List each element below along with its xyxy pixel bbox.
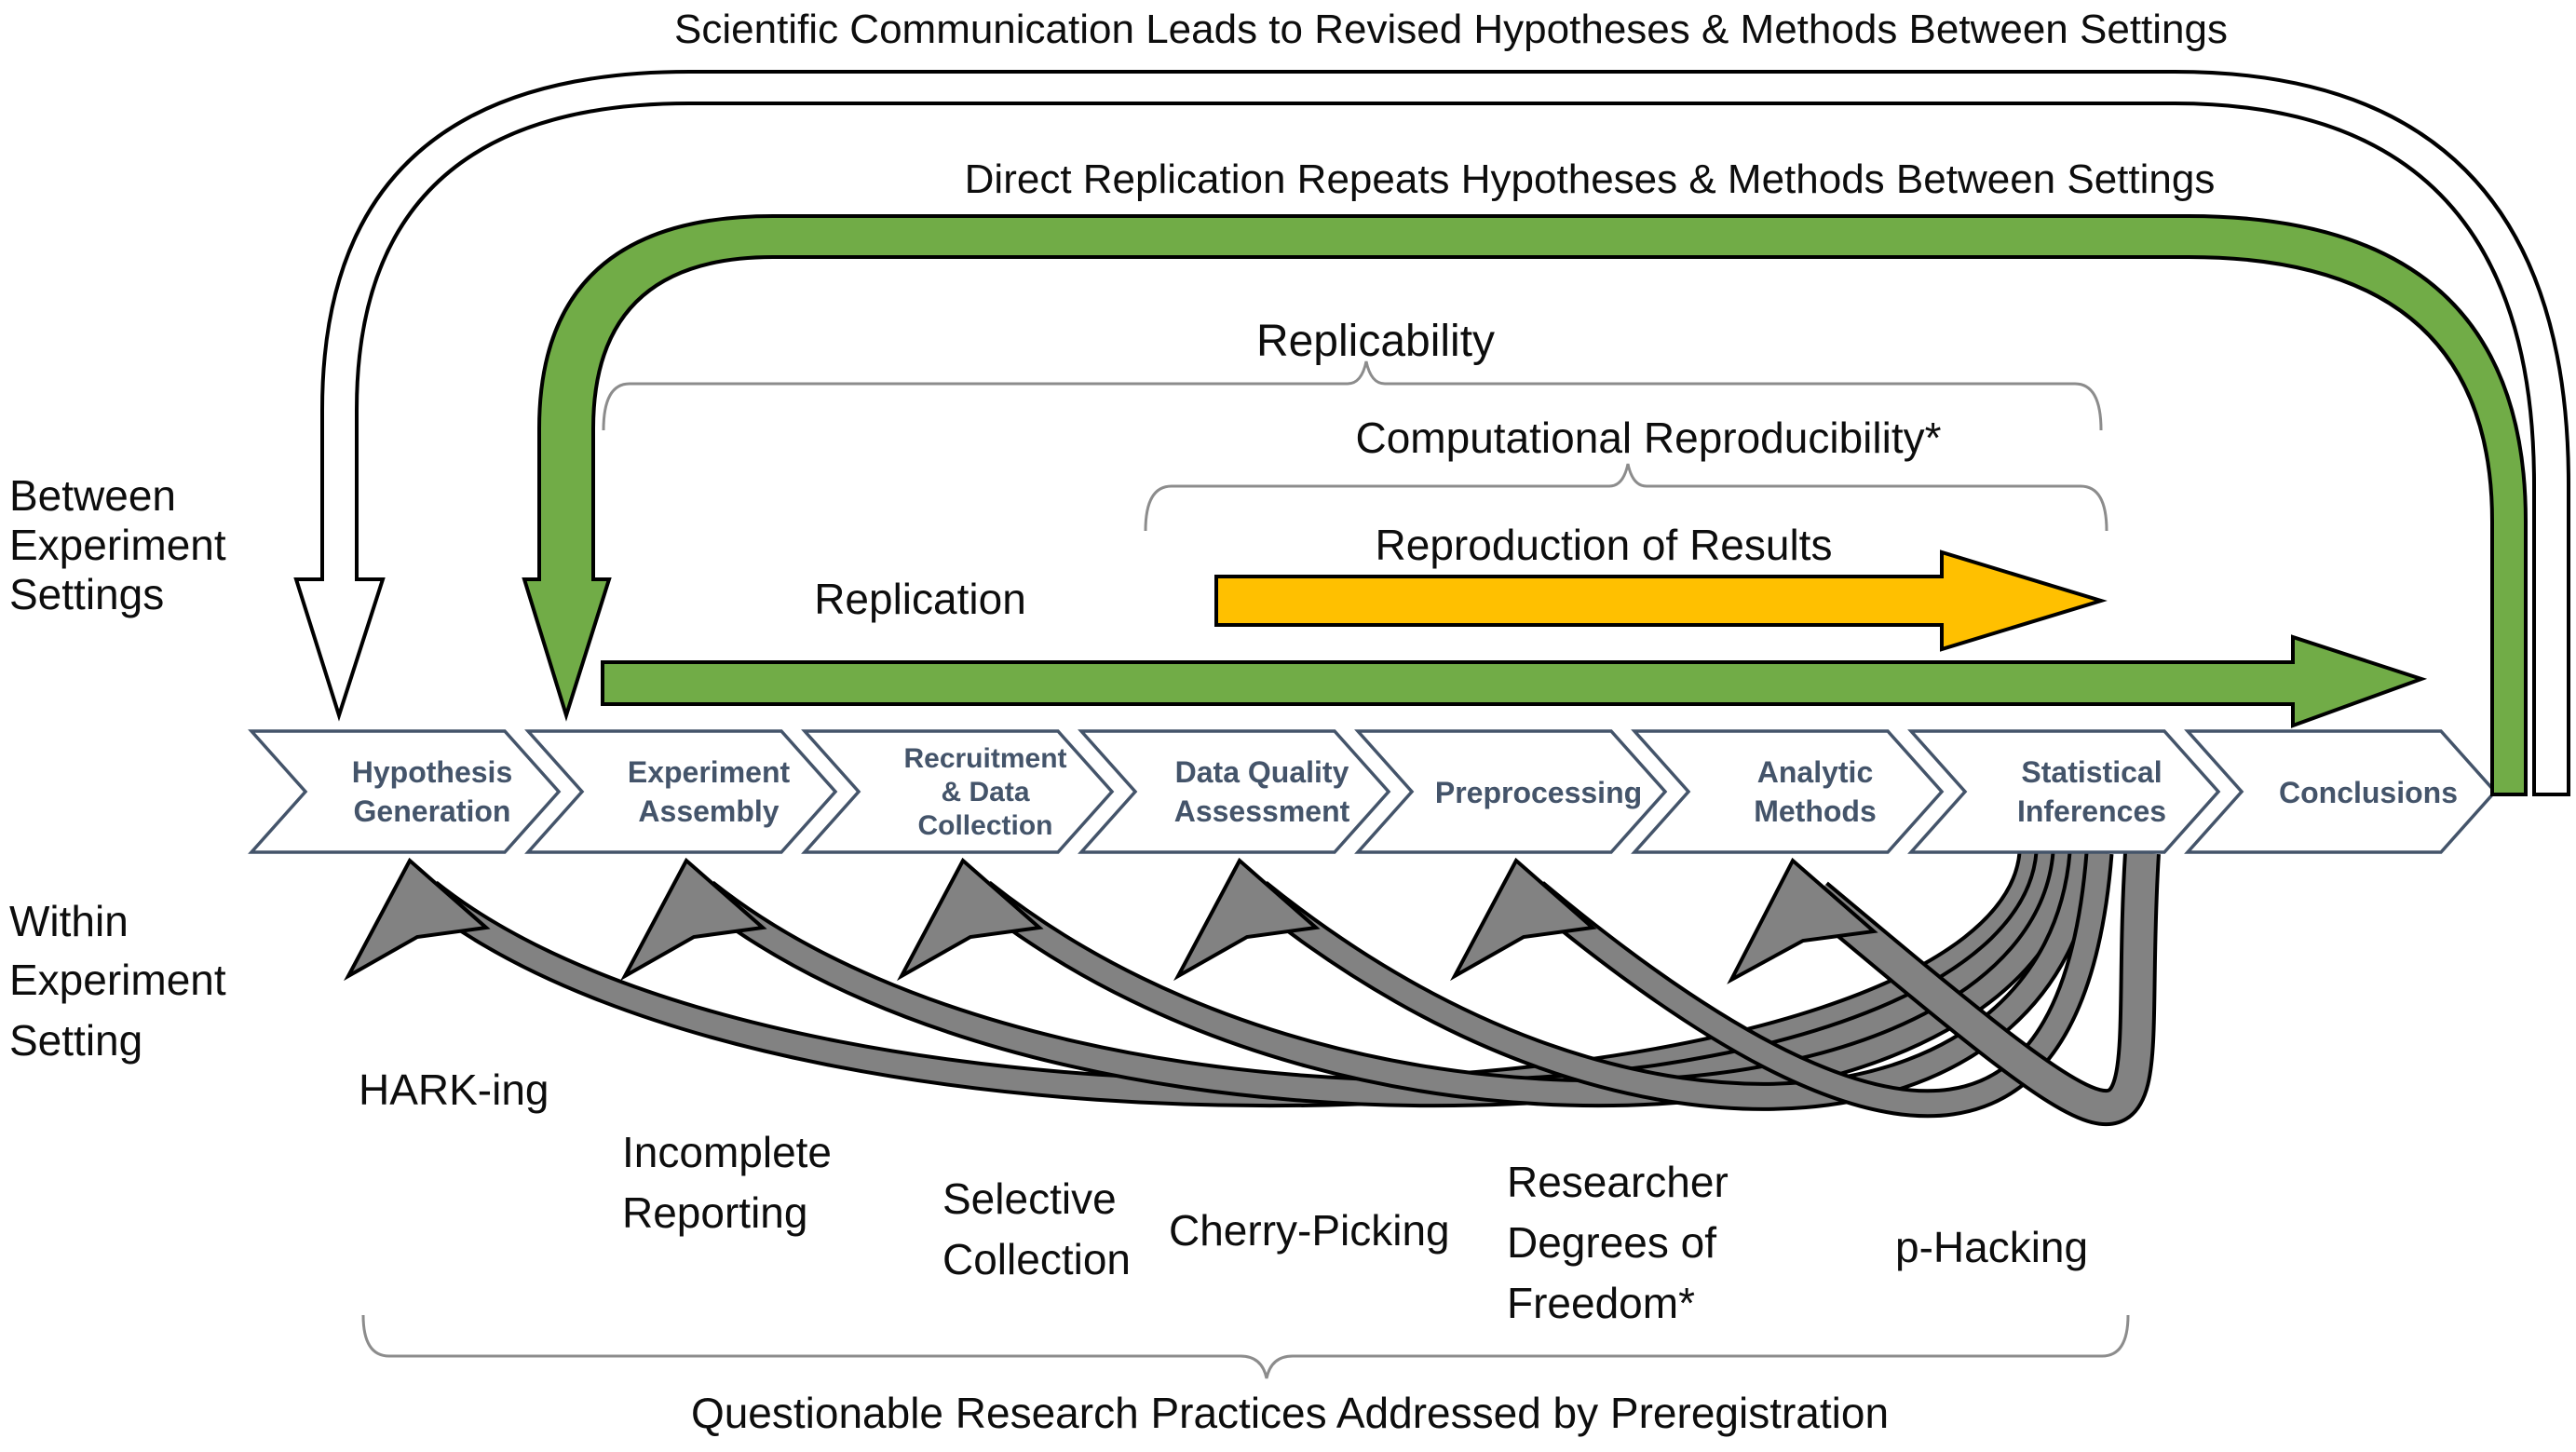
replication-arrow: [601, 634, 2428, 728]
side-label-line: Settings: [9, 570, 164, 618]
arrowhead-up-icon: [1173, 857, 1321, 982]
p-hacking-label: p-Hacking: [1895, 1223, 2088, 1271]
stage-label: Inferences: [2017, 794, 2166, 828]
stage-label: Methods: [1754, 794, 1877, 828]
stage-label: Analytic: [1757, 755, 1873, 789]
arrowhead-up-icon: [343, 857, 491, 982]
researcher-degrees-of-freedom-label: Researcher: [1507, 1158, 1729, 1206]
process-chevrons: [248, 729, 2498, 854]
qrp-bracket: [361, 1314, 2130, 1379]
qrp-arrow-cherry-picking: [1173, 851, 2097, 1111]
chevron-data-quality-assessment: [1078, 729, 1391, 854]
chevron-hypothesis-generation: [248, 729, 562, 854]
stage-label: Experiment: [628, 755, 791, 789]
replicability-label: Replicability: [1256, 317, 1495, 366]
replication-label: Replication: [814, 575, 1026, 623]
qrp-arrows: [343, 851, 2161, 1127]
arrowhead-up-icon: [1727, 857, 1878, 984]
between-experiment-settings-label: Between Experiment Settings: [9, 471, 226, 618]
stage-label: & Data: [941, 777, 1029, 807]
chevron-analytic-methods: [1631, 729, 1945, 854]
reproduction-of-results-label: Reproduction of Results: [1376, 521, 1833, 569]
brackets: [361, 360, 2130, 1379]
researcher-degrees-of-freedom-label: Degrees of: [1507, 1218, 1716, 1267]
qrp-caption: Questionable Research Practices Addresse…: [691, 1389, 1889, 1437]
harking-label: HARK-ing: [359, 1065, 549, 1114]
chevron-experiment-assembly: [524, 729, 838, 854]
arrowhead-up-icon: [1449, 857, 1597, 982]
researcher-degrees-of-freedom-label: Freedom*: [1507, 1279, 1695, 1327]
side-label-line: Experiment: [9, 521, 226, 569]
arrowhead-up-icon: [896, 857, 1044, 982]
direct-replication-arc: [522, 214, 2528, 796]
chevron-conclusions: [2184, 729, 2498, 854]
side-label-line: Within: [9, 897, 129, 945]
scientific-communication-arc: [293, 70, 2570, 796]
stage-label: Statistical: [2021, 755, 2162, 789]
side-label-line: Experiment: [9, 956, 226, 1004]
direct-replication-title: Direct Replication Repeats Hypotheses & …: [965, 156, 2216, 202]
selective-collection-label: Selective: [942, 1174, 1117, 1223]
stage-label: Data Quality: [1175, 755, 1349, 789]
computational-reproducibility-bracket: [1144, 463, 2108, 532]
scientific-communication-title: Scientific Communication Leads to Revise…: [674, 7, 2228, 52]
qrp-arrow-p-hacking: [1727, 851, 2161, 1127]
cherry-picking-label: Cherry-Picking: [1169, 1206, 1450, 1255]
reproduction-of-results-arrow: [1214, 550, 2108, 652]
incomplete-reporting-label: Incomplete: [622, 1128, 832, 1176]
qrp-labels: HARK-ing Incomplete Reporting Selective …: [359, 1065, 2088, 1327]
replicability-bracket: [602, 360, 2103, 431]
stage-label: Generation: [354, 794, 511, 828]
stage-label: Assembly: [638, 794, 779, 828]
process-chevron-labels: Hypothesis Generation Experiment Assembl…: [352, 743, 2458, 841]
selective-collection-label: Collection: [942, 1235, 1131, 1283]
chevron-statistical-inferences: [1907, 729, 2221, 854]
computational-reproducibility-label: Computational Reproducibility*: [1356, 414, 1942, 462]
qrp-arrow-researcher-degrees-of-freedom: [1449, 851, 2114, 1119]
incomplete-reporting-label: Reporting: [622, 1188, 807, 1237]
stage-label: Assessment: [1174, 794, 1350, 828]
stage-label: Collection: [917, 810, 1052, 841]
chevron-preprocessing: [1354, 729, 1668, 854]
stage-label: Recruitment: [903, 743, 1066, 774]
stage-label: Preprocessing: [1435, 776, 1642, 809]
within-experiment-setting-label: Within Experiment Setting: [9, 897, 226, 1065]
chevron-recruitment-data-collection: [801, 729, 1115, 854]
side-label-line: Setting: [9, 1016, 142, 1065]
arrowhead-up-icon: [619, 857, 767, 982]
side-label-line: Between: [9, 471, 176, 520]
stage-label: Conclusions: [2279, 776, 2458, 809]
stage-label: Hypothesis: [352, 755, 512, 789]
